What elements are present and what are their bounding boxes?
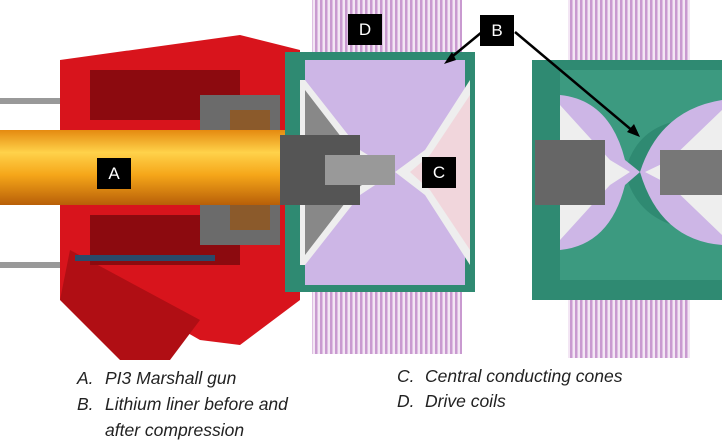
legend-text: Central conducting cones <box>425 366 623 386</box>
legend-item-d: D. Drive coils <box>397 391 506 412</box>
label-b: B <box>480 15 514 46</box>
label-c: C <box>422 157 456 188</box>
legend-item-a: A. PI3 Marshall gun <box>77 368 236 389</box>
legend-key: A. <box>77 368 94 388</box>
legend-text: after compression <box>105 420 245 440</box>
legend-text: PI3 Marshall gun <box>105 368 237 388</box>
drive-coils-bottom <box>312 292 462 354</box>
gun-barrel <box>0 130 330 205</box>
legend-key: C. <box>397 366 415 386</box>
drive-coils-top <box>312 0 462 52</box>
legend-key: D. <box>397 391 415 411</box>
legend-item-b: B. Lithium liner before and <box>77 394 288 415</box>
label-d: D <box>348 14 382 45</box>
legend-key: B. <box>77 394 94 414</box>
legend-item-b-cont: after compression <box>105 420 244 441</box>
legend-text: Drive coils <box>425 391 506 411</box>
legend-text: Lithium liner before and <box>105 394 288 414</box>
label-a: A <box>97 158 131 189</box>
right-panel <box>532 0 722 358</box>
legend-item-c: C. Central conducting cones <box>397 366 622 387</box>
liner-arrows <box>444 31 640 137</box>
